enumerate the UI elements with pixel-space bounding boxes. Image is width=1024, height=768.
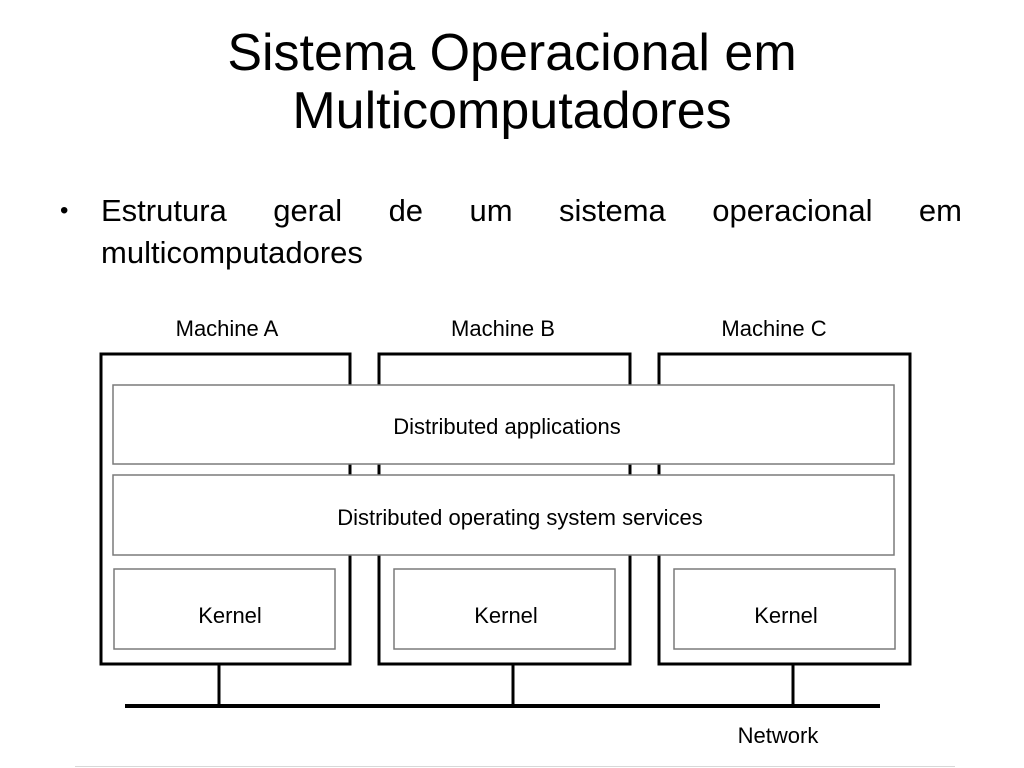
distributed-applications-layer xyxy=(112,384,895,465)
machine-a-label: Machine A xyxy=(176,316,279,341)
network-label: Network xyxy=(738,723,820,748)
kernel-b-box xyxy=(393,568,616,650)
distributed-applications-label: Distributed applications xyxy=(393,414,620,439)
bottom-rule xyxy=(75,766,955,767)
machine-c-label: Machine C xyxy=(721,316,826,341)
bullet-text: Estrutura geral de um sistema operaciona… xyxy=(101,193,962,270)
kernel-c-label: Kernel xyxy=(754,603,818,628)
kernel-a-box xyxy=(113,568,336,650)
slide-title-line-1: Sistema Operacional em xyxy=(227,24,797,82)
bullet-item: • Estrutura geral de um sistema operacio… xyxy=(60,190,962,274)
kernel-c-box xyxy=(673,568,896,650)
kernel-a-label: Kernel xyxy=(198,603,262,628)
bullet-marker: • xyxy=(60,197,69,224)
machine-b-label: Machine B xyxy=(451,316,555,341)
distributed-os-services-label: Distributed operating system services xyxy=(337,505,703,530)
kernel-b-label: Kernel xyxy=(474,603,538,628)
distributed-os-services-layer xyxy=(112,474,895,556)
slide-title-line-2: Multicomputadores xyxy=(292,82,732,140)
slide-title: Sistema Operacional em Multicomputadores xyxy=(0,24,1024,140)
